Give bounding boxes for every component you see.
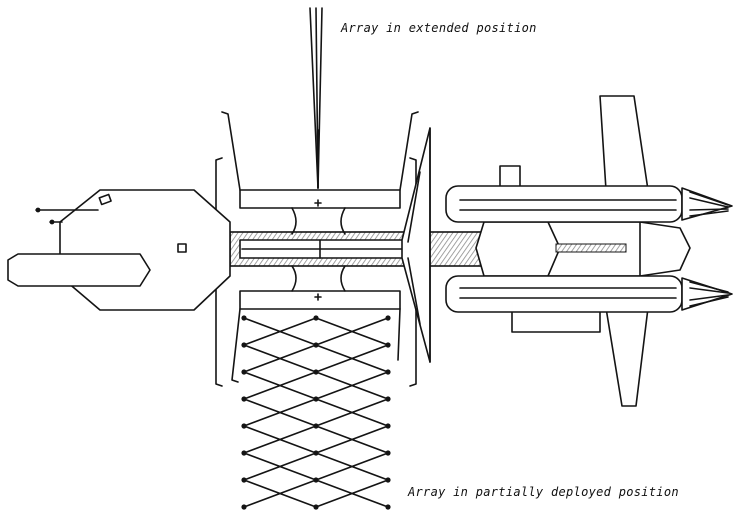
lattice-strut (243, 479, 317, 508)
lattice-strut (315, 398, 389, 427)
lattice-strut (315, 317, 389, 346)
extended-array-mast (309, 7, 323, 189)
lattice-joint (241, 450, 247, 456)
lattice-joint (385, 504, 391, 510)
lattice-strut (243, 317, 317, 346)
lattice-joint (313, 369, 319, 375)
lattice-joint (313, 315, 319, 321)
lattice-strut (315, 452, 389, 481)
command-module (7, 189, 231, 311)
lower-array-canister (239, 265, 401, 310)
upper-engine-pod (445, 185, 733, 223)
lattice-strut (243, 398, 317, 427)
extended-array-label: Array in extended position (341, 21, 537, 35)
lattice-strut (243, 344, 317, 373)
lattice-joint (241, 342, 247, 348)
lattice-joint (385, 477, 391, 483)
lattice-joint (385, 369, 391, 375)
lattice-joint (385, 423, 391, 429)
lattice-strut (315, 344, 389, 373)
lattice-joint (313, 423, 319, 429)
partial-array-label: Array in partially deployed position (408, 485, 679, 499)
lattice-joint (313, 342, 319, 348)
shield-dish (401, 127, 431, 363)
lower-engine-pod (445, 275, 733, 313)
lattice-joint (241, 477, 247, 483)
lattice-strut (243, 371, 317, 400)
lattice-strut (243, 425, 317, 454)
lattice-strut (243, 452, 317, 481)
lattice-joint (385, 396, 391, 402)
lattice-joint (313, 504, 319, 510)
lattice-joint (241, 423, 247, 429)
lattice-strut (315, 371, 389, 400)
lattice-joint (385, 315, 391, 321)
lower-struts (215, 275, 417, 387)
lattice-joint (385, 450, 391, 456)
partially-deployed-array (241, 315, 391, 510)
lattice-joint (241, 396, 247, 402)
lattice-joint (313, 477, 319, 483)
lattice-joint (385, 342, 391, 348)
upper-array-canister (239, 189, 401, 235)
propulsion-section (475, 95, 691, 407)
lattice-joint (241, 504, 247, 510)
lattice-joint (241, 369, 247, 375)
lattice-joint (241, 315, 247, 321)
lattice-strut (315, 479, 389, 508)
lattice-joint (313, 450, 319, 456)
lattice-strut (315, 425, 389, 454)
central-spine (229, 231, 501, 267)
lattice-joint (313, 396, 319, 402)
